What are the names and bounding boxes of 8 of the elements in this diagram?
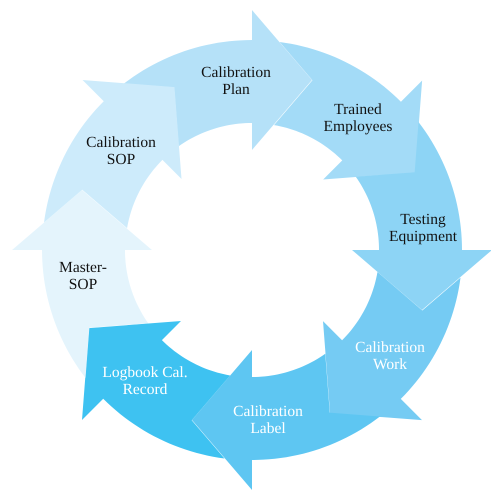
step-label: Logbook Cal. Record <box>101 364 189 398</box>
step-label: Calibration Plan <box>200 64 272 98</box>
step-label: Trained Employees <box>322 100 394 135</box>
step-label: Master-SOP <box>58 259 108 293</box>
step-label: Calibration Label <box>232 403 304 437</box>
step-label: Testing Equipment <box>388 210 458 245</box>
step-label: Calibration SOP <box>85 134 157 168</box>
step-label: Calibration Work <box>354 338 426 373</box>
